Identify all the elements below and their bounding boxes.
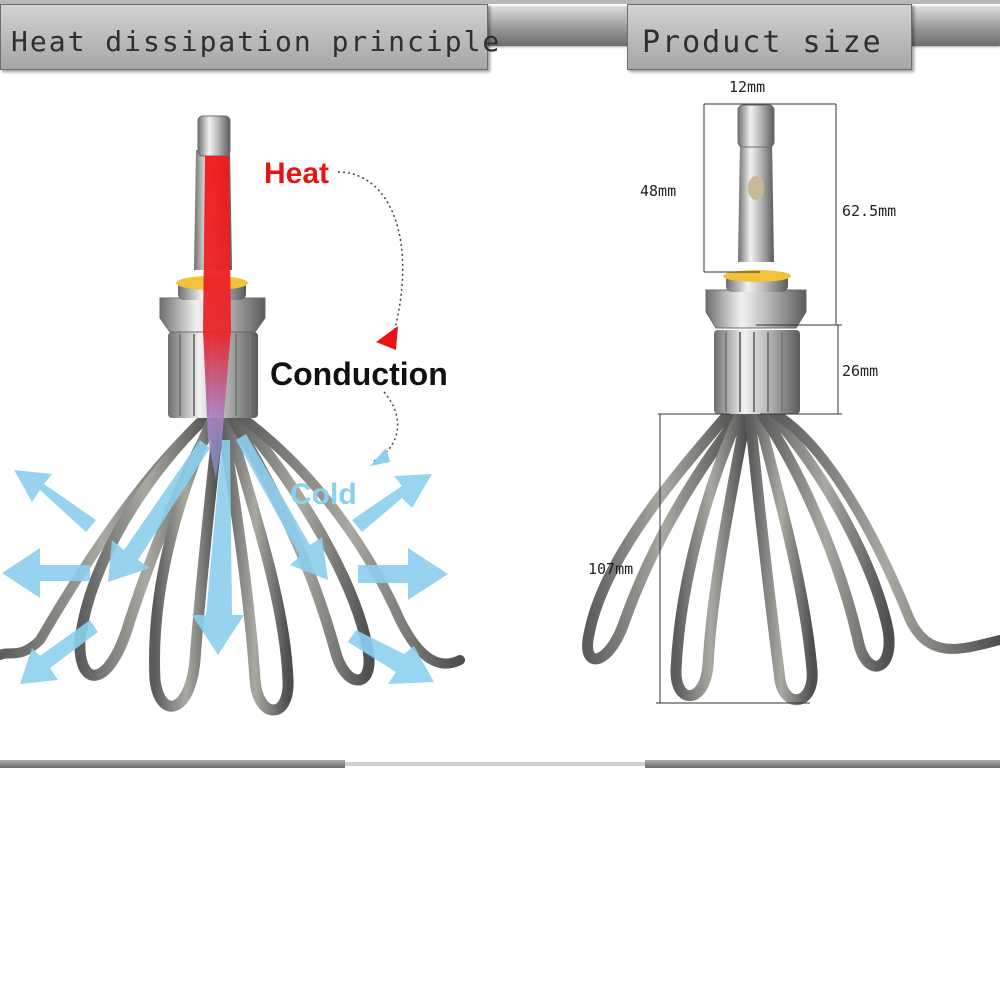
airflow-arrow-icon [2, 548, 90, 598]
airflow-arrow-icon [358, 548, 448, 600]
airflow-arrow-icon [192, 440, 244, 655]
airflow-arrows [2, 434, 448, 684]
airflow-arrow-icon [108, 440, 210, 582]
cold-arrowhead-icon [370, 448, 390, 466]
dimension-bulb-diagram: 12mm 48mm 62.5mm 26mm 107mm [582, 78, 1000, 706]
heat-bulb-diagram: Heat Conduction Cold [0, 115, 465, 716]
heat-flow-column [203, 156, 231, 480]
footer-bar-middle [345, 762, 645, 766]
strap-length-dimension: 107mm [588, 560, 633, 578]
airflow-arrow-icon [236, 434, 328, 580]
upper-length-dimension: 48mm [640, 182, 676, 200]
airflow-arrow-icon [352, 474, 432, 532]
cold-label: Cold [290, 478, 357, 511]
heat-flow-dotted-arrow [337, 171, 404, 341]
conduction-label: Conduction [270, 356, 448, 392]
airflow-arrow-icon [348, 630, 434, 684]
dimension-lines [656, 103, 842, 704]
heat-arrowhead-icon [376, 326, 398, 350]
product-size-title: Product size [627, 4, 912, 70]
header-bar-left [488, 6, 628, 46]
header-bar-right [912, 6, 1000, 46]
airflow-arrow-icon [14, 470, 96, 532]
heat-label: Heat [264, 157, 329, 190]
footer-bar-left [0, 760, 345, 768]
base-length-dimension: 26mm [842, 362, 878, 380]
footer-bar-right [645, 760, 1000, 768]
tip-width-dimension: 12mm [729, 78, 765, 96]
heat-dissipation-title: Heat dissipation principle [0, 4, 499, 70]
airflow-arrow-icon [20, 620, 98, 684]
total-upper-length-dimension: 62.5mm [842, 202, 896, 220]
top-rule [0, 0, 1000, 4]
